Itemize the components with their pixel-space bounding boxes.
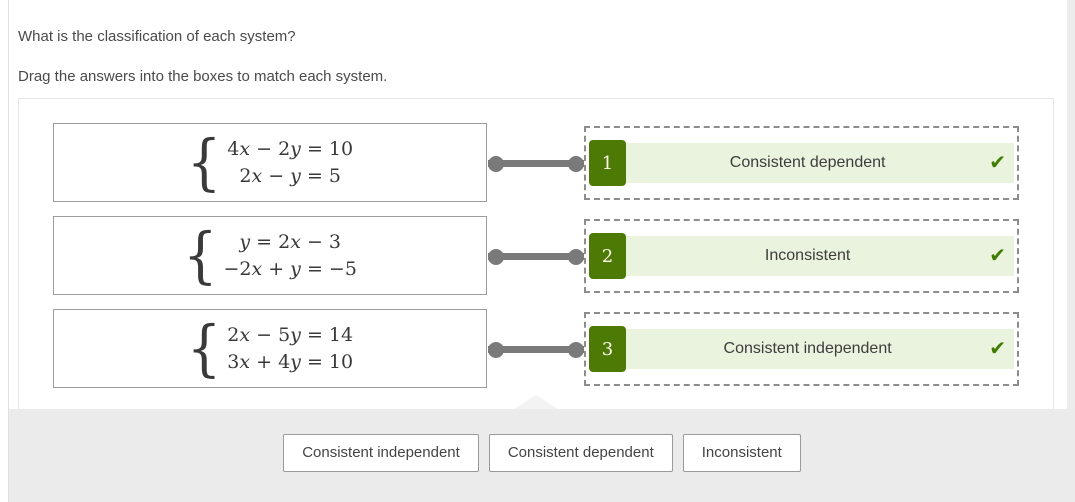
matching-workspace: { 4x − 2y = 10 2x − y = 5 1 Consistent d… bbox=[18, 98, 1054, 409]
match-row-2: { y = 2x − 3 −2x + y = −5 2 Inconsistent… bbox=[19, 216, 1053, 296]
checkmark-icon: ✔ bbox=[989, 152, 1006, 174]
page-left-border bbox=[8, 0, 9, 502]
answer-label: Consistent independent bbox=[723, 340, 892, 357]
connector-dot-left bbox=[488, 155, 504, 172]
tray-option-inconsistent[interactable]: Inconsistent bbox=[682, 433, 801, 472]
answer-label: Inconsistent bbox=[764, 247, 851, 264]
checkmark-icon: ✔ bbox=[989, 245, 1006, 267]
instruction-text: Drag the answers into the boxes to match… bbox=[18, 68, 388, 85]
question-text: What is the classification of each syste… bbox=[18, 28, 296, 45]
match-row-1: { 4x − 2y = 10 2x − y = 5 1 Consistent d… bbox=[19, 123, 1053, 203]
answer-drop-zone-1[interactable]: 1 Consistent dependent ✔ bbox=[584, 126, 1019, 200]
connector-line-3 bbox=[488, 341, 584, 358]
connector-dot-right bbox=[568, 341, 584, 358]
connector-dot-right bbox=[568, 155, 584, 172]
equation-line: 2x − 5y = 14 bbox=[227, 323, 354, 346]
answer-label: Consistent dependent bbox=[729, 154, 886, 171]
connector-dot-right bbox=[568, 248, 584, 265]
equation-line: 3x + 4y = 10 bbox=[227, 350, 354, 373]
answer-number-badge: 2 bbox=[589, 233, 626, 279]
equation-line: 2x − y = 5 bbox=[239, 164, 341, 187]
tray-option-consistent-independent[interactable]: Consistent independent bbox=[283, 433, 479, 472]
brace-glyph: { bbox=[186, 312, 222, 384]
brace-glyph: { bbox=[186, 126, 222, 198]
answer-number-badge: 3 bbox=[589, 326, 626, 372]
connector-line-1 bbox=[488, 155, 584, 172]
placed-answer-chip-3[interactable]: 3 Consistent independent ✔ bbox=[589, 326, 1014, 372]
answer-tray: Consistent independent Consistent depend… bbox=[9, 409, 1075, 502]
equation-line: −2x + y = −5 bbox=[223, 257, 357, 280]
connector-line-2 bbox=[488, 248, 584, 265]
tray-notch bbox=[514, 395, 558, 409]
placed-answer-chip-1[interactable]: 1 Consistent dependent ✔ bbox=[589, 140, 1014, 186]
connector-dot-left bbox=[488, 341, 504, 358]
match-row-3: { 2x − 5y = 14 3x + 4y = 10 3 Consistent… bbox=[19, 309, 1053, 389]
tray-option-consistent-dependent[interactable]: Consistent dependent bbox=[488, 433, 673, 472]
placed-answer-chip-2[interactable]: 2 Inconsistent ✔ bbox=[589, 233, 1014, 279]
equation-line: y = 2x − 3 bbox=[239, 230, 341, 253]
system-box-1: { 4x − 2y = 10 2x − y = 5 bbox=[53, 123, 487, 202]
equation-line: 4x − 2y = 10 bbox=[227, 137, 354, 160]
page-right-strip bbox=[1067, 0, 1075, 502]
brace-glyph: { bbox=[183, 219, 218, 291]
system-box-3: { 2x − 5y = 14 3x + 4y = 10 bbox=[53, 309, 487, 388]
system-box-2: { y = 2x − 3 −2x + y = −5 bbox=[53, 216, 487, 295]
connector-dot-left bbox=[488, 248, 504, 265]
answer-number-badge: 1 bbox=[589, 140, 626, 186]
answer-drop-zone-2[interactable]: 2 Inconsistent ✔ bbox=[584, 219, 1019, 293]
checkmark-icon: ✔ bbox=[989, 338, 1006, 360]
answer-drop-zone-3[interactable]: 3 Consistent independent ✔ bbox=[584, 312, 1019, 386]
